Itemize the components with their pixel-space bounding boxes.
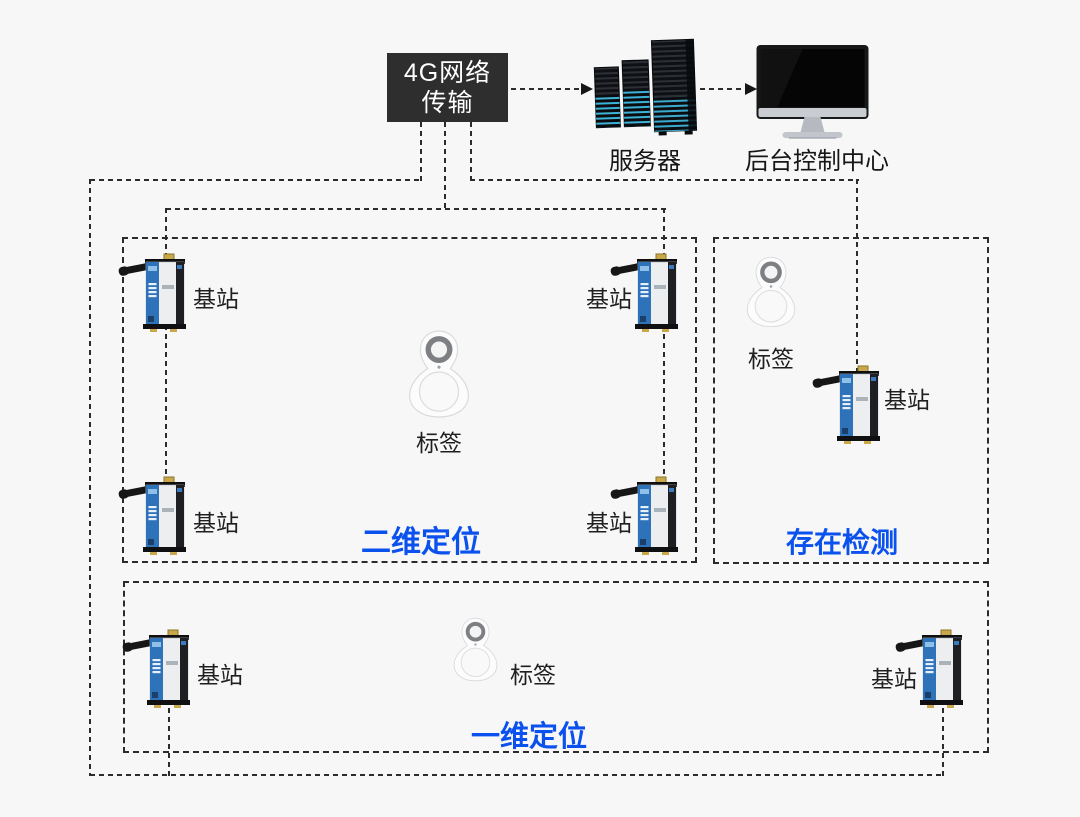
dashed-connector <box>663 208 665 479</box>
dashed-connector <box>168 699 170 776</box>
server-rack-icon <box>592 36 698 138</box>
tag-label: 标签 <box>510 662 556 688</box>
keyfob-tag-icon <box>745 251 797 333</box>
dashed-connector <box>165 208 167 479</box>
zone-2d-title: 二维定位 <box>361 526 481 559</box>
tag-label: 标签 <box>416 430 462 456</box>
base-station-label: 基站 <box>586 510 632 536</box>
gateway-4g-box: 4G网络 传输 <box>387 53 508 122</box>
dashed-connector <box>942 699 944 776</box>
dashed-connector <box>856 179 858 377</box>
base-station-label: 基站 <box>586 286 632 312</box>
base-station-icon <box>118 245 196 333</box>
base-station-icon <box>122 621 200 709</box>
zone-presence-boundary <box>713 237 989 564</box>
base-station-label: 基站 <box>871 666 917 692</box>
gateway-label-line2: 传输 <box>421 88 474 117</box>
base-station-label: 基站 <box>193 510 239 536</box>
base-station-label: 基站 <box>193 286 239 312</box>
dashed-connector <box>420 122 422 181</box>
gateway-label-line1: 4G网络 <box>403 58 492 87</box>
server-label: 服务器 <box>609 148 681 175</box>
dashed-connector <box>166 208 666 210</box>
zone-2d-boundary <box>122 237 697 563</box>
dashed-connector <box>89 179 91 776</box>
tag-label: 标签 <box>748 346 794 372</box>
dashed-arrow-gateway-to-server <box>511 88 583 90</box>
dashed-connector <box>470 179 859 181</box>
zone-1d-boundary <box>123 581 989 753</box>
keyfob-tag-icon <box>452 606 499 693</box>
zone-1d-title: 一维定位 <box>471 721 588 753</box>
dashed-arrow-server-to-control <box>700 88 747 90</box>
base-station-icon <box>118 468 196 556</box>
base-station-label: 基站 <box>884 387 930 413</box>
dashed-connector <box>90 179 422 181</box>
arrow-right-icon <box>581 83 593 95</box>
base-station-icon <box>812 357 890 445</box>
control-center-label: 后台控制中心 <box>745 148 889 175</box>
dashed-connector <box>90 774 945 776</box>
dashed-connector <box>470 122 472 181</box>
arrow-right-icon <box>745 83 757 95</box>
zone-presence-title: 存在检测 <box>786 527 899 558</box>
base-station-label: 基站 <box>197 662 243 688</box>
keyfob-tag-icon <box>405 330 473 418</box>
desktop-monitor-icon <box>756 45 869 141</box>
dashed-connector <box>444 122 446 210</box>
